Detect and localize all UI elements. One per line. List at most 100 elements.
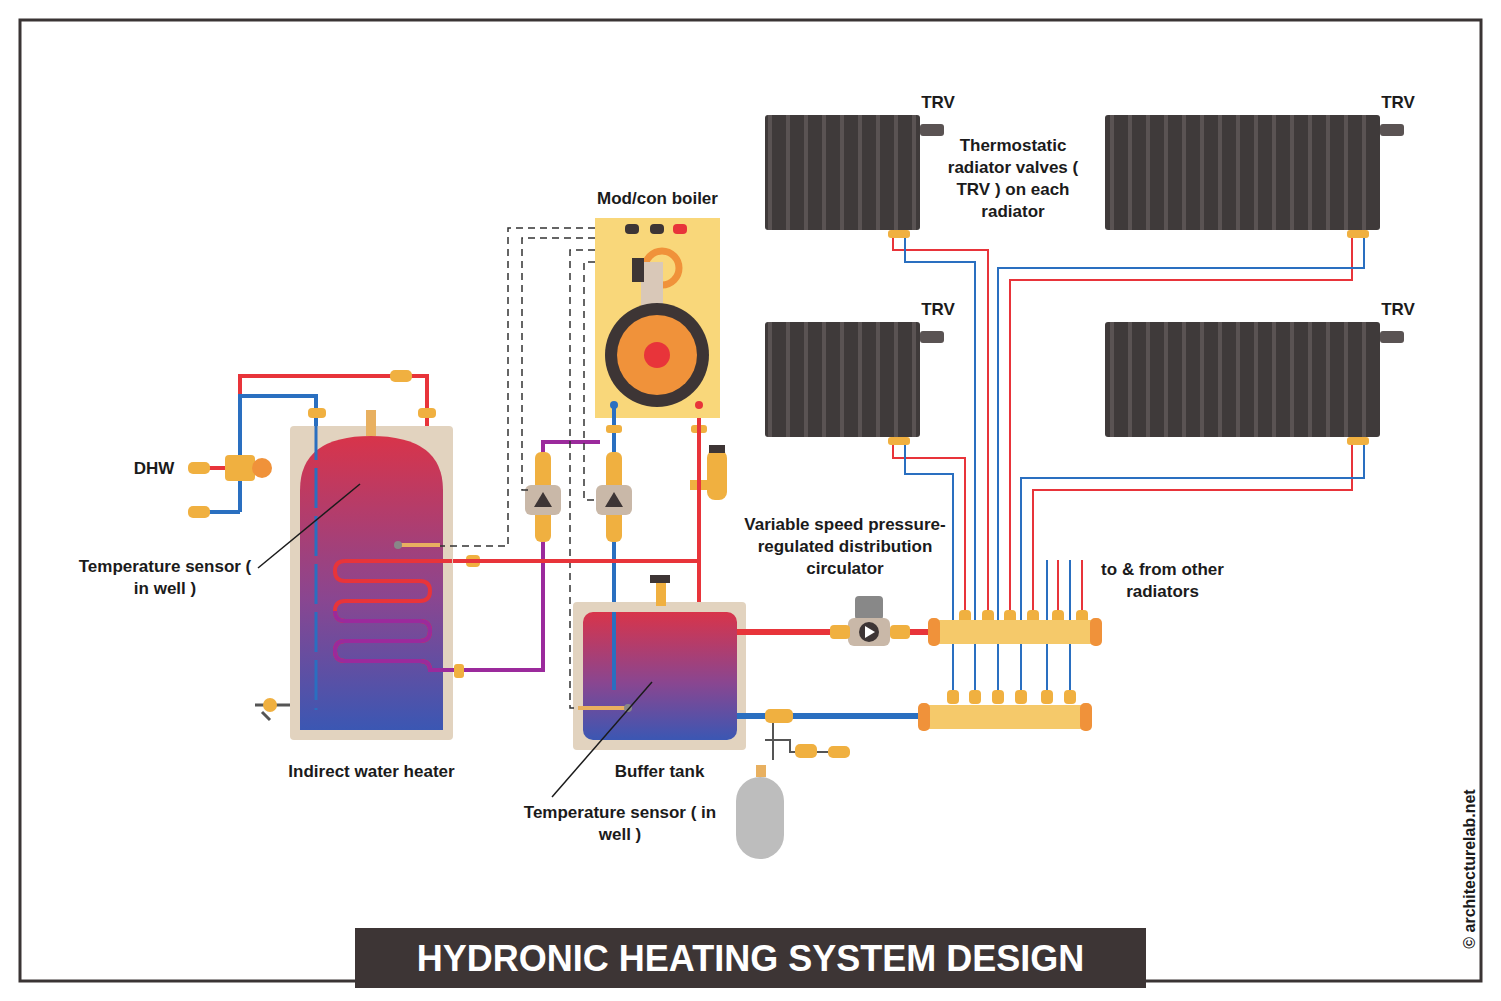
path-shape bbox=[335, 611, 460, 670]
circle-shape bbox=[610, 401, 618, 409]
circle-shape bbox=[644, 342, 670, 368]
circle-shape bbox=[252, 458, 272, 478]
node-label: TRV bbox=[915, 299, 961, 321]
g-shape bbox=[596, 452, 632, 542]
rect-shape bbox=[625, 224, 639, 234]
path-shape bbox=[460, 442, 600, 670]
polygon-shape bbox=[534, 492, 552, 507]
g-shape bbox=[920, 124, 1404, 343]
sensor-label: Temperature sensor ( in well ) bbox=[520, 802, 720, 846]
line-shape bbox=[398, 543, 440, 547]
rect-shape bbox=[606, 425, 622, 433]
path-shape bbox=[905, 443, 953, 690]
boiler: Mod/con boiler bbox=[595, 218, 720, 418]
rect-shape bbox=[709, 445, 725, 453]
g-shape bbox=[690, 445, 727, 500]
rect-shape bbox=[795, 744, 817, 758]
rect-shape bbox=[1347, 437, 1369, 445]
buffer-tank: Buffer tank bbox=[573, 602, 746, 750]
rect-shape bbox=[188, 506, 210, 518]
rect-shape bbox=[1105, 115, 1380, 230]
manifold-outlet bbox=[947, 690, 959, 704]
radiator: TRV bbox=[1105, 322, 1380, 437]
rect-shape bbox=[1380, 124, 1404, 136]
manifold-outlet bbox=[1015, 690, 1027, 704]
rect-shape bbox=[707, 450, 727, 500]
supply-pipe bbox=[453, 418, 699, 561]
line-shape bbox=[578, 706, 628, 710]
node-label: Indirect water heater bbox=[250, 761, 493, 783]
path-shape bbox=[570, 250, 595, 708]
rect-shape bbox=[830, 625, 850, 639]
rect-shape bbox=[890, 625, 910, 639]
path-shape bbox=[612, 612, 616, 690]
rect-shape bbox=[656, 582, 666, 606]
circle-shape bbox=[695, 401, 703, 409]
manifold-outlet bbox=[1041, 690, 1053, 704]
sensor-label: Temperature sensor ( in well ) bbox=[70, 556, 260, 600]
rect-shape bbox=[1090, 618, 1102, 646]
node-label: TRV bbox=[915, 92, 961, 114]
circle-shape bbox=[617, 315, 697, 395]
line-shape bbox=[315, 420, 318, 710]
path-shape bbox=[1058, 560, 1082, 610]
path-shape bbox=[1033, 443, 1352, 610]
circle-shape bbox=[263, 698, 277, 712]
g-shape bbox=[830, 596, 910, 646]
rect-shape bbox=[454, 664, 464, 678]
rect-shape bbox=[673, 224, 687, 234]
rect-shape bbox=[366, 410, 376, 436]
g-shape bbox=[888, 230, 1369, 445]
manifold-outlet bbox=[969, 690, 981, 704]
path-shape bbox=[584, 262, 598, 500]
rect-shape bbox=[888, 230, 910, 238]
node-label: Mod/con boiler bbox=[555, 188, 760, 210]
rect-shape bbox=[928, 618, 940, 646]
rect-shape bbox=[1105, 322, 1380, 437]
circulator-label: Variable speed pressure-regulated distri… bbox=[740, 514, 950, 580]
g-shape bbox=[893, 236, 1364, 690]
manifold-outlet bbox=[992, 690, 1004, 704]
node-label: TRV bbox=[1375, 299, 1421, 321]
path-shape bbox=[335, 561, 460, 670]
path-shape bbox=[612, 405, 616, 690]
rect-shape bbox=[650, 575, 670, 583]
line-shape bbox=[258, 484, 360, 568]
trv-note: Thermostatic radiator valves ( TRV ) on … bbox=[938, 135, 1088, 223]
rect-shape bbox=[595, 218, 720, 418]
path-shape bbox=[240, 376, 427, 455]
node-label: Buffer tank bbox=[553, 761, 766, 783]
rect-shape bbox=[308, 408, 326, 418]
rect-shape bbox=[920, 705, 1090, 729]
polygon-shape bbox=[605, 492, 623, 507]
rect-shape bbox=[225, 455, 255, 481]
manifold-outlet bbox=[1064, 690, 1076, 704]
rect-shape bbox=[756, 765, 766, 777]
path-shape bbox=[1021, 443, 1364, 690]
rect-shape bbox=[918, 703, 930, 731]
path-shape bbox=[440, 228, 595, 546]
dhw-label: DHW bbox=[120, 458, 188, 480]
rect-shape bbox=[632, 258, 644, 282]
path-shape bbox=[240, 396, 316, 512]
radiator: TRV bbox=[765, 115, 920, 230]
rect-shape bbox=[888, 437, 910, 445]
rect-shape bbox=[20, 20, 1481, 981]
rect-shape bbox=[1080, 703, 1092, 731]
rect-shape bbox=[355, 928, 1146, 988]
rect-shape bbox=[848, 618, 890, 646]
rect-shape bbox=[828, 746, 850, 758]
radiator: TRV bbox=[765, 322, 920, 437]
water-heater-tank: Indirect water heater bbox=[290, 426, 453, 740]
note-label: to & from other radiators bbox=[1090, 559, 1235, 603]
rect-shape bbox=[736, 777, 784, 859]
rect-shape bbox=[583, 612, 737, 740]
rect-shape bbox=[573, 602, 746, 750]
rect-shape bbox=[920, 331, 944, 343]
circle-shape bbox=[624, 704, 632, 712]
radiator: TRV bbox=[1105, 115, 1380, 230]
rect-shape bbox=[920, 124, 944, 136]
rect-shape bbox=[765, 322, 920, 437]
rect-shape bbox=[1347, 230, 1369, 238]
